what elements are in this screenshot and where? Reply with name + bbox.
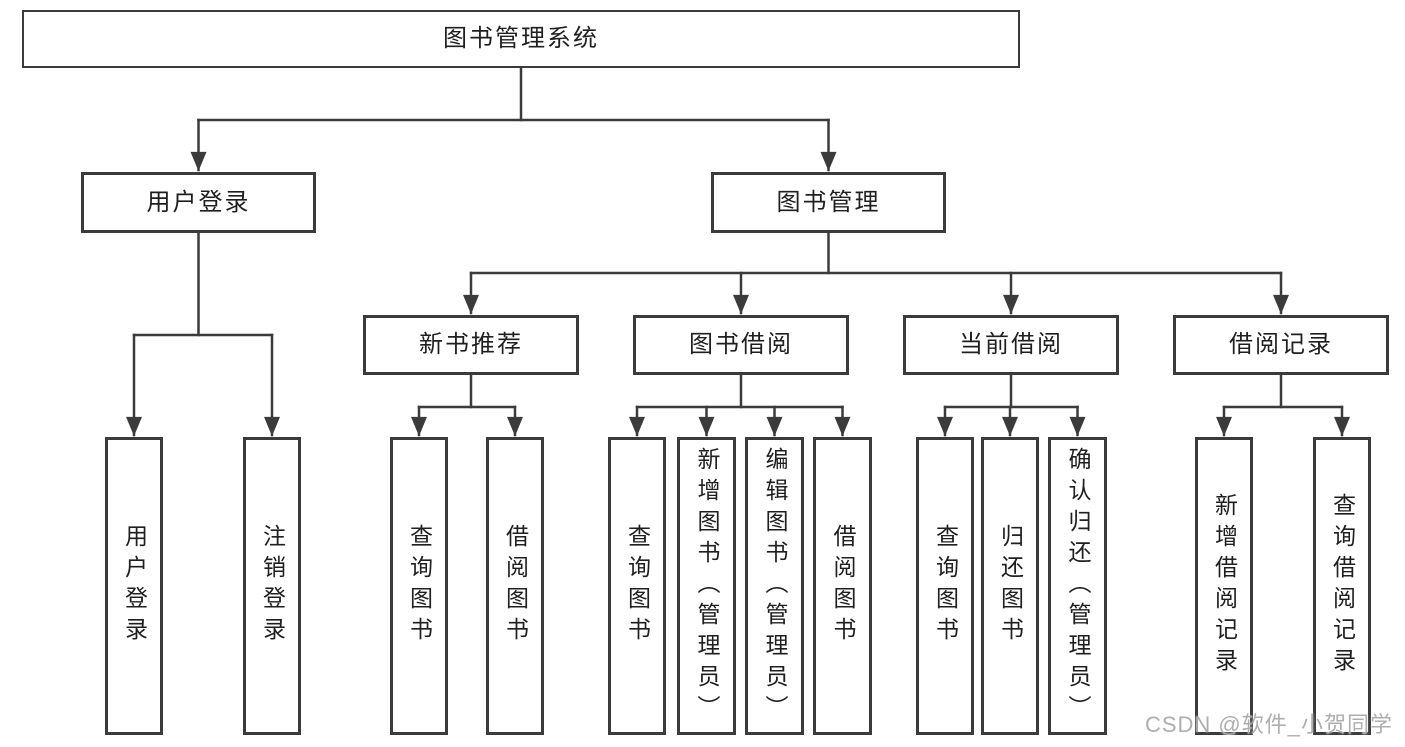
leaf-user-login: 用户登录 [105, 437, 163, 735]
node-user-login: 用户登录 [81, 172, 316, 233]
node-current-borrowing: 当前借阅 [903, 315, 1119, 375]
node-book-management: 图书管理 [711, 172, 946, 233]
leaf-recommend-borrow-books: 借阅图书 [486, 437, 544, 735]
node-borrowing-records-label: 借阅记录 [1229, 331, 1333, 358]
csdn-watermark: CSDN @软件_小贺同学 [1144, 712, 1393, 737]
leaf-borrow-search-books: 查询图书 [608, 437, 666, 735]
node-book-borrowing-label: 图书借阅 [689, 331, 793, 358]
leaf-edit-books-admin-label: 编辑图书（管理员） [762, 446, 788, 726]
node-user-login-label: 用户登录 [146, 188, 251, 216]
leaf-current-search-books: 查询图书 [916, 437, 974, 735]
leaf-confirm-return-admin: 确认归还（管理员） [1048, 437, 1107, 735]
leaf-search-borrow-record: 查询借阅记录 [1313, 437, 1371, 735]
leaf-add-books-admin: 新增图书（管理员） [677, 437, 736, 735]
node-new-book-recommend-label: 新书推荐 [419, 331, 523, 358]
node-new-book-recommend: 新书推荐 [363, 315, 579, 375]
leaf-recommend-search-books: 查询图书 [390, 437, 448, 735]
leaf-borrow-search-books-label: 查询图书 [624, 524, 651, 648]
leaf-current-search-books-label: 查询图书 [932, 524, 959, 648]
leaf-add-borrow-record: 新增借阅记录 [1195, 437, 1253, 735]
node-borrowing-records: 借阅记录 [1173, 315, 1389, 375]
leaf-logout-label: 注销登录 [259, 524, 286, 648]
leaf-search-borrow-record-label: 查询借阅记录 [1329, 493, 1356, 679]
leaf-edit-books-admin: 编辑图书（管理员） [745, 437, 804, 735]
leaf-add-books-admin-label: 新增图书（管理员） [694, 446, 720, 726]
node-library-system: 图书管理系统 [22, 10, 1020, 68]
node-current-borrowing-label: 当前借阅 [959, 331, 1063, 358]
node-book-borrowing: 图书借阅 [633, 315, 849, 375]
leaf-return-books: 归还图书 [981, 437, 1039, 735]
leaf-recommend-borrow-books-label: 借阅图书 [502, 524, 529, 648]
leaf-add-borrow-record-label: 新增借阅记录 [1211, 493, 1238, 679]
leaf-confirm-return-admin-label: 确认归还（管理员） [1065, 446, 1091, 726]
leaf-user-login-label: 用户登录 [121, 524, 148, 648]
leaf-return-books-label: 归还图书 [997, 524, 1024, 648]
node-library-system-label: 图书管理系统 [443, 25, 599, 52]
leaf-borrow-books: 借阅图书 [813, 437, 872, 735]
leaf-borrow-books-label: 借阅图书 [830, 524, 856, 648]
node-book-management-label: 图书管理 [776, 188, 881, 216]
leaf-recommend-search-books-label: 查询图书 [406, 524, 433, 648]
leaf-logout: 注销登录 [243, 437, 301, 735]
